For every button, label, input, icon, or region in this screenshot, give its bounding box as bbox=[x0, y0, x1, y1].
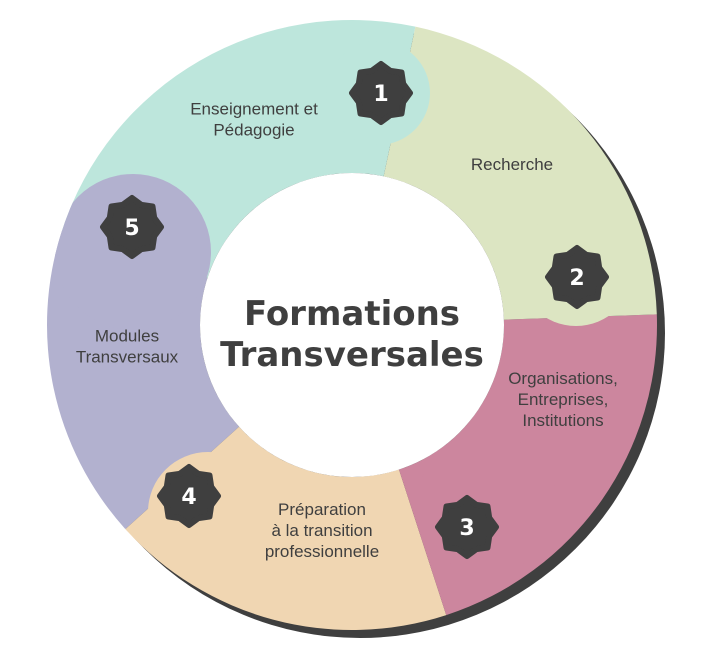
badge-number: 5 bbox=[124, 216, 139, 241]
badge-2: 2 bbox=[545, 245, 609, 309]
star-badge-icon bbox=[349, 61, 413, 125]
segment-1-label-line: Pédagogie bbox=[213, 121, 294, 140]
star-badge-icon bbox=[157, 464, 221, 528]
segment-1-label-line: Enseignement et bbox=[190, 100, 318, 119]
badge-1: 1 bbox=[349, 61, 413, 125]
segment-labels: Enseignement et PédagogieRechercheOrganis… bbox=[76, 100, 618, 562]
badge-5: 5 bbox=[100, 195, 164, 259]
center-title-line1: Formations bbox=[244, 294, 460, 334]
center-title-line2: Transversales bbox=[220, 335, 484, 375]
segment-4-label-line: Préparation bbox=[278, 500, 366, 519]
badge-3: 3 bbox=[435, 495, 499, 559]
segment-badges: 1 2 3 4 5 bbox=[100, 61, 609, 559]
badge-number: 3 bbox=[459, 516, 474, 541]
star-badge-icon bbox=[545, 245, 609, 309]
center-circle bbox=[200, 173, 504, 477]
segment-3-label-line: Entreprises, bbox=[518, 390, 609, 409]
segment-2-label-line: Recherche bbox=[471, 155, 553, 174]
segment-4-label-line: professionnelle bbox=[265, 542, 379, 561]
star-badge-icon bbox=[435, 495, 499, 559]
segment-3-label-line: Institutions bbox=[522, 411, 603, 430]
badge-4: 4 bbox=[157, 464, 221, 528]
badge-number: 4 bbox=[181, 485, 196, 510]
star-badge-icon bbox=[100, 195, 164, 259]
segment-4-label-line: à la transition bbox=[271, 521, 372, 540]
badge-number: 2 bbox=[569, 266, 584, 291]
segment-3-label-line: Organisations, bbox=[508, 369, 618, 388]
segment-5-label-line: Modules bbox=[95, 327, 159, 346]
badge-number: 1 bbox=[373, 82, 388, 107]
segment-5-label-line: Transversaux bbox=[76, 348, 179, 367]
